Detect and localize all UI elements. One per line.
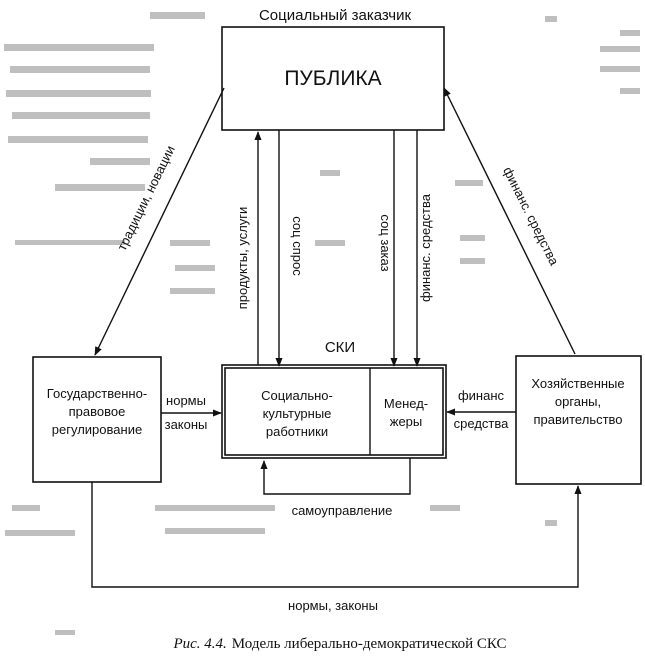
caption-text: Модель либерально-демократической СКС [232,636,507,652]
workers-label-1: Социально- [261,388,333,403]
ski-label: СКИ [325,339,355,356]
state-regulation-box [32,356,162,483]
workers-label-3: работники [266,424,328,439]
self-government-loop [260,458,411,495]
bottom-norms-label: нормы, законы [288,598,378,613]
funds-diagonal-arrow [443,87,576,355]
social-customer-label: Социальный заказчик [259,7,412,24]
funds-diagonal-label: финанс. средства [500,164,562,268]
state-label-2: правовое [69,404,126,419]
norms-label-1: нормы [166,393,206,408]
workers-label-2: культурные [263,406,332,421]
products-label: продукты, услуги [235,207,250,310]
bottom-norms-loop [91,482,582,588]
finance-label-2: средства [454,416,509,431]
self-government-label: самоуправление [292,503,393,518]
econ-label-1: Хозяйственные [531,376,624,391]
figure-caption: Рис. 4.4. Модель либерально-демократическ… [172,636,506,652]
econ-label-3: правительство [533,412,622,427]
bleed-through-texture [4,12,640,635]
order-label: соц заказ [378,214,393,271]
norms-label-2: законы [165,417,208,432]
funds-vertical-label: финанс. средства [418,193,433,302]
econ-label-2: органы, [555,394,601,409]
traditions-arrow [94,87,225,356]
ski-inner-frame [224,367,444,456]
managers-label-1: Менед- [384,396,428,411]
managers-label-2: жеры [390,414,423,429]
economic-bodies-box [515,355,642,485]
finance-label-1: финанс [458,388,505,403]
state-label-3: регулирование [52,422,142,437]
public-label: ПУБЛИКА [284,67,381,90]
state-label-1: Государственно- [47,386,147,401]
public-box [221,26,445,131]
caption-prefix: Рис. 4.4. [172,636,226,652]
demand-label: соц спрос [290,216,305,276]
